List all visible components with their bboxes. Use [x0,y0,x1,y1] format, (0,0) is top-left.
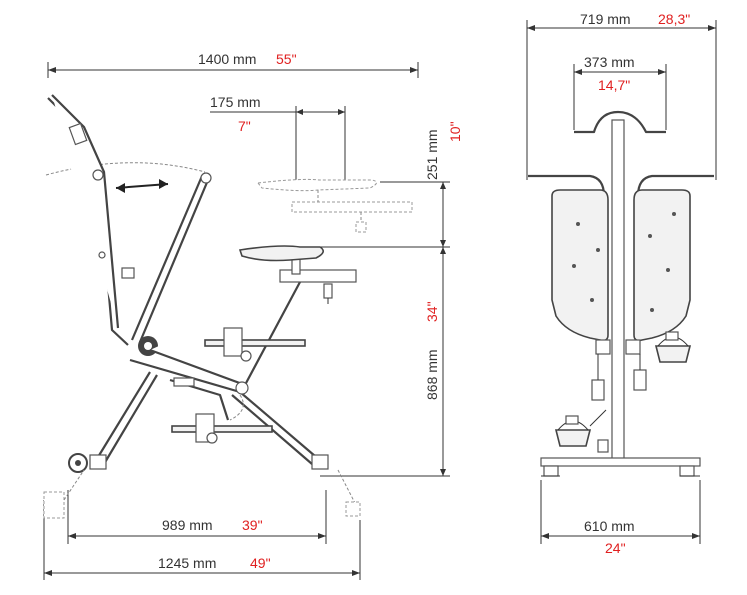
left-backrest-pad [551,189,609,342]
ghost-base [43,469,361,519]
side-width-mm: 1400 mm [198,51,256,67]
left-pedal-cup [554,409,607,447]
side-width-in: 55" [276,51,297,67]
dim-seat-height-adj: 251 mm 10" [300,121,463,248]
dim-side-width: 1400 mm 55" [47,51,419,78]
seat-height-adj-mm: 251 mm [424,129,440,180]
upper-pedal [204,327,306,362]
handle-width-in: 14,7" [598,77,630,93]
tilt-arc [45,162,206,176]
seat [238,245,324,262]
total-length-mm: 1245 mm [158,555,216,571]
dim-foot-width: 610 mm 24" [540,480,701,556]
tilt-arrow [115,179,169,193]
foot-width-in: 24" [605,540,626,556]
seat-shift-in: 7" [238,118,251,134]
dim-seat-shift: 175 mm 7" [210,94,346,180]
dim-seat-height: 868 mm 34" [320,247,450,477]
seat-shift-mm: 175 mm [210,94,261,110]
base-bar [540,457,701,467]
rear-leg [94,371,151,463]
front-width-in: 28,3" [658,11,690,27]
dim-front-width: 719 mm 28,3" [526,11,717,180]
front-leg [239,391,323,463]
dim-handle-width: 373 mm 14,7" [573,54,667,130]
dim-total-length: 1245 mm 49" [43,500,361,580]
foot-width-mm: 610 mm [584,518,635,534]
handle-width-mm: 373 mm [584,54,635,70]
dim-base-length: 989 mm 39" [67,490,327,544]
ghost-seat [257,178,413,233]
base-length-mm: 989 mm [162,517,213,533]
front-tube [130,175,204,341]
front-view-bike [528,110,714,477]
seat-height-adj-in: 10" [447,121,463,142]
seat-rail [279,269,357,283]
right-pedal-cup [654,331,692,363]
base-length-in: 39" [242,517,263,533]
front-width-mm: 719 mm [580,11,631,27]
center-column [611,119,625,461]
right-backrest-pad [633,189,691,342]
seat-height-in: 34" [424,301,440,322]
side-view-bike [43,94,413,519]
seat-height-mm: 868 mm [424,349,440,400]
total-length-in: 49" [250,555,271,571]
lower-pedal [171,413,273,444]
